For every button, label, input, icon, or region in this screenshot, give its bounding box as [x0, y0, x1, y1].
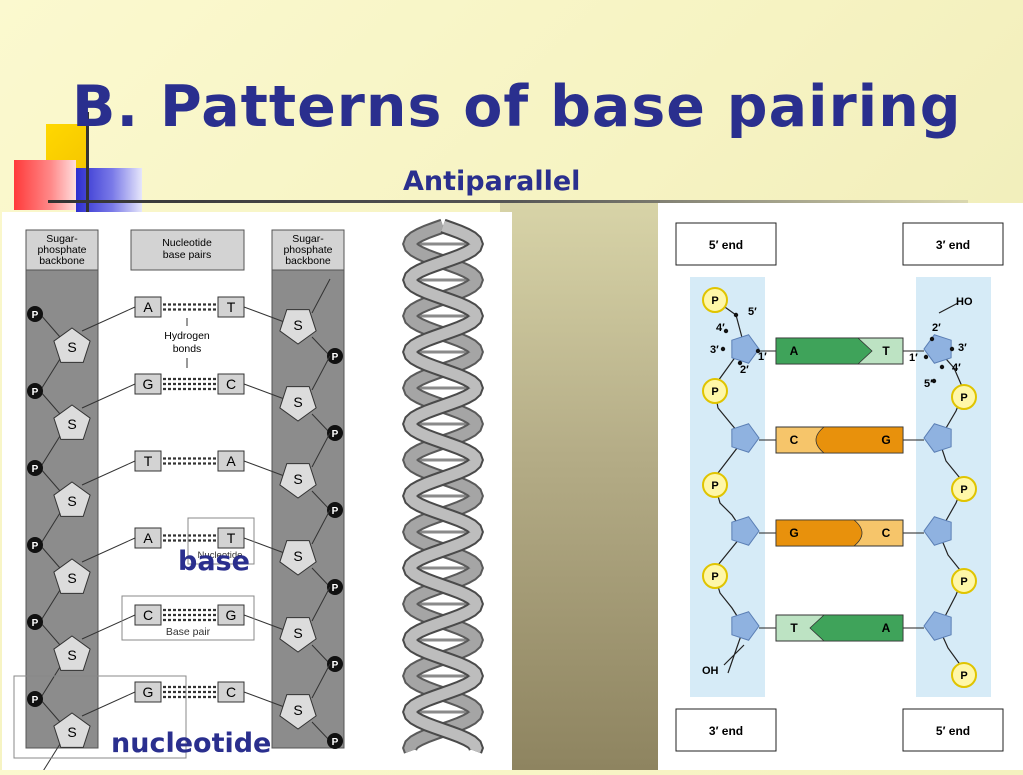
base-letter: C: [143, 607, 153, 623]
phosphate-label: P: [32, 310, 39, 321]
phosphate-label: P: [32, 464, 39, 475]
left-backbone-header: Sugar- phosphate backbone: [26, 230, 98, 270]
header-text: base pairs: [163, 249, 211, 261]
base-label: base: [178, 546, 250, 577]
sugar-label: S: [293, 702, 302, 718]
base-letter: C: [790, 433, 799, 447]
hydrogen-bonds-label: Hydrogen: [164, 330, 210, 342]
carbon-dot: [734, 313, 738, 317]
nucleotide-label: nucleotide: [111, 728, 271, 759]
phosphate-label: P: [711, 480, 718, 492]
header-text: backbone: [39, 255, 85, 267]
header-text: backbone: [285, 255, 331, 267]
top-right-end-label: 3′ end: [936, 238, 970, 252]
carbon-dot: [924, 355, 928, 359]
oh-label: OH: [702, 665, 719, 677]
left-dna-diagram: Sugar- phosphate backbone Nucleotide bas…: [2, 212, 512, 770]
phosphate-label: P: [711, 571, 718, 583]
base-letter: T: [790, 621, 798, 635]
carbon-label: 4′: [716, 322, 725, 334]
header-text: Nucleotide: [162, 237, 212, 249]
sugar-label: S: [67, 493, 76, 509]
phosphate-label: P: [32, 618, 39, 629]
base-letter: A: [882, 621, 891, 635]
phosphate-label: P: [960, 392, 967, 404]
sugar-label: S: [293, 471, 302, 487]
base-pair-bar: AT: [776, 338, 903, 364]
slide-title: B. Patterns of base pairing: [72, 74, 962, 140]
carbon-label: 4′: [952, 362, 961, 374]
carbon-label: 1′: [758, 351, 767, 363]
base-letter: C: [882, 526, 891, 540]
hydrogen-bonds-label: bonds: [173, 343, 202, 355]
base-letter: T: [227, 299, 236, 315]
base-pairs-header: Nucleotide base pairs: [131, 230, 244, 270]
sugar-label: S: [67, 724, 76, 740]
sugar-label: S: [293, 548, 302, 564]
carbon-label: 5′: [748, 306, 757, 318]
base-letter: G: [143, 684, 154, 700]
base-pair-bar: TA: [776, 615, 903, 641]
phosphate-label: P: [332, 352, 339, 363]
base-letter: T: [227, 530, 236, 546]
phosphate-label: P: [32, 541, 39, 552]
phosphate-label: P: [332, 737, 339, 748]
base-letter: A: [143, 530, 153, 546]
base-letter: A: [226, 453, 236, 469]
carbon-label: 3′: [710, 344, 719, 356]
phosphate-label: P: [332, 429, 339, 440]
base-letter: A: [790, 344, 799, 358]
background-gradient: [500, 200, 660, 770]
phosphate-label: P: [711, 295, 718, 307]
carbon-dot: [721, 347, 725, 351]
phosphate-label: P: [32, 695, 39, 706]
sugar-label: S: [67, 570, 76, 586]
base-letter: G: [226, 607, 237, 623]
ladder-and-helix-illustration: Sugar- phosphate backbone Nucleotide bas…: [2, 212, 512, 770]
top-left-end-label: 5′ end: [709, 238, 743, 252]
sugar-label: S: [293, 625, 302, 641]
carbon-label: 1′: [909, 352, 918, 364]
base-letter: C: [226, 376, 236, 392]
sugar-label: S: [67, 339, 76, 355]
base-letter: A: [143, 299, 153, 315]
base-pair-label: Base pair: [166, 626, 211, 638]
sugar-label: S: [67, 647, 76, 663]
base-letter: G: [143, 376, 154, 392]
base-letter: T: [144, 453, 153, 469]
double-helix-illustration: [410, 226, 476, 751]
carbon-dot: [950, 347, 954, 351]
carbon-dot: [940, 365, 944, 369]
base-letter: G: [789, 526, 798, 540]
ho-label: HO: [956, 296, 973, 308]
bottom-right-end-label: 5′ end: [936, 724, 970, 738]
phosphate-label: P: [960, 670, 967, 682]
base-letter: C: [226, 684, 236, 700]
phosphate-label: P: [332, 506, 339, 517]
base-pair-bar: CG: [776, 427, 903, 453]
phosphate-label: P: [960, 576, 967, 588]
carbon-label: 3′: [958, 342, 967, 354]
carbon-dot: [930, 337, 934, 341]
slide-subtitle: Antiparallel: [403, 166, 580, 197]
phosphate-label: P: [32, 387, 39, 398]
phosphate-label: P: [332, 660, 339, 671]
carbon-label: 2′: [740, 364, 749, 376]
carbon-label: 2′: [932, 322, 941, 334]
sugar-label: S: [293, 394, 302, 410]
base-letter: T: [882, 344, 890, 358]
phosphate-label: P: [711, 386, 718, 398]
bottom-left-end-label: 3′ end: [709, 724, 743, 738]
base-letter: G: [881, 433, 890, 447]
sugar-label: S: [67, 416, 76, 432]
sugar-label: S: [293, 317, 302, 333]
phosphate-label: P: [332, 583, 339, 594]
carbon-label: 5′: [924, 378, 933, 390]
phosphate-label: P: [960, 484, 967, 496]
right-backbone-header: Sugar- phosphate backbone: [272, 230, 344, 270]
